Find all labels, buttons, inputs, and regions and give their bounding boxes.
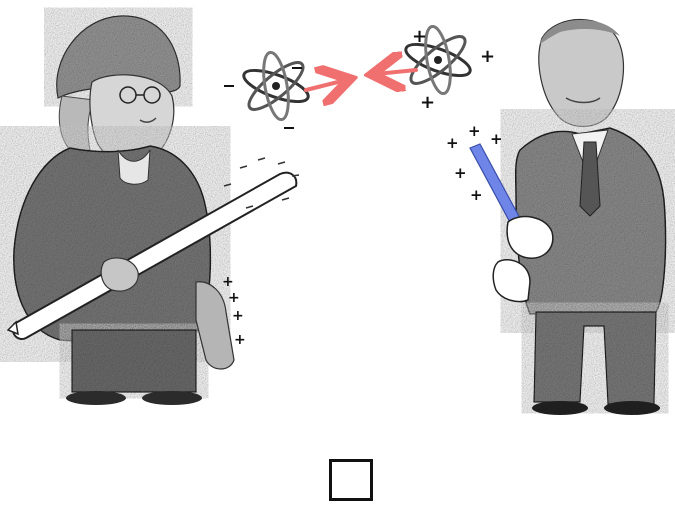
svg-text:+: +: [468, 122, 481, 140]
negatively-charged-atom-icon: [240, 51, 311, 122]
svg-text:+: +: [234, 332, 246, 348]
svg-text:+: +: [490, 130, 503, 148]
svg-text:+: +: [420, 92, 435, 113]
white-glove-upper: [507, 217, 553, 259]
svg-text:+: +: [446, 134, 459, 152]
left-figure-colonial-scientist: + + + +: [8, 16, 299, 405]
attraction-arrow-icon: [306, 80, 346, 90]
right-figure-modern-scientist: + + + + +: [446, 20, 666, 416]
svg-text:+: +: [480, 46, 495, 67]
hair: [59, 96, 94, 152]
svg-text:+: +: [232, 308, 244, 324]
white-glove-lower: [493, 260, 530, 302]
svg-text:+: +: [222, 274, 234, 290]
shoe-right: [604, 401, 660, 415]
svg-text:+: +: [228, 290, 240, 306]
charged-blue-rod: [470, 144, 522, 226]
gripping-hand: [101, 258, 138, 291]
shoe-left: [532, 401, 588, 415]
svg-text:+: +: [470, 186, 483, 204]
attraction-arrow-icon: [376, 70, 416, 74]
tie: [580, 142, 600, 216]
answer-checkbox[interactable]: [329, 459, 373, 501]
trousers: [534, 312, 656, 404]
svg-text:+: +: [412, 26, 427, 47]
trousers: [72, 330, 196, 392]
svg-text:+: +: [454, 164, 467, 182]
shoe-right: [142, 391, 202, 405]
shoe-left: [66, 391, 126, 405]
